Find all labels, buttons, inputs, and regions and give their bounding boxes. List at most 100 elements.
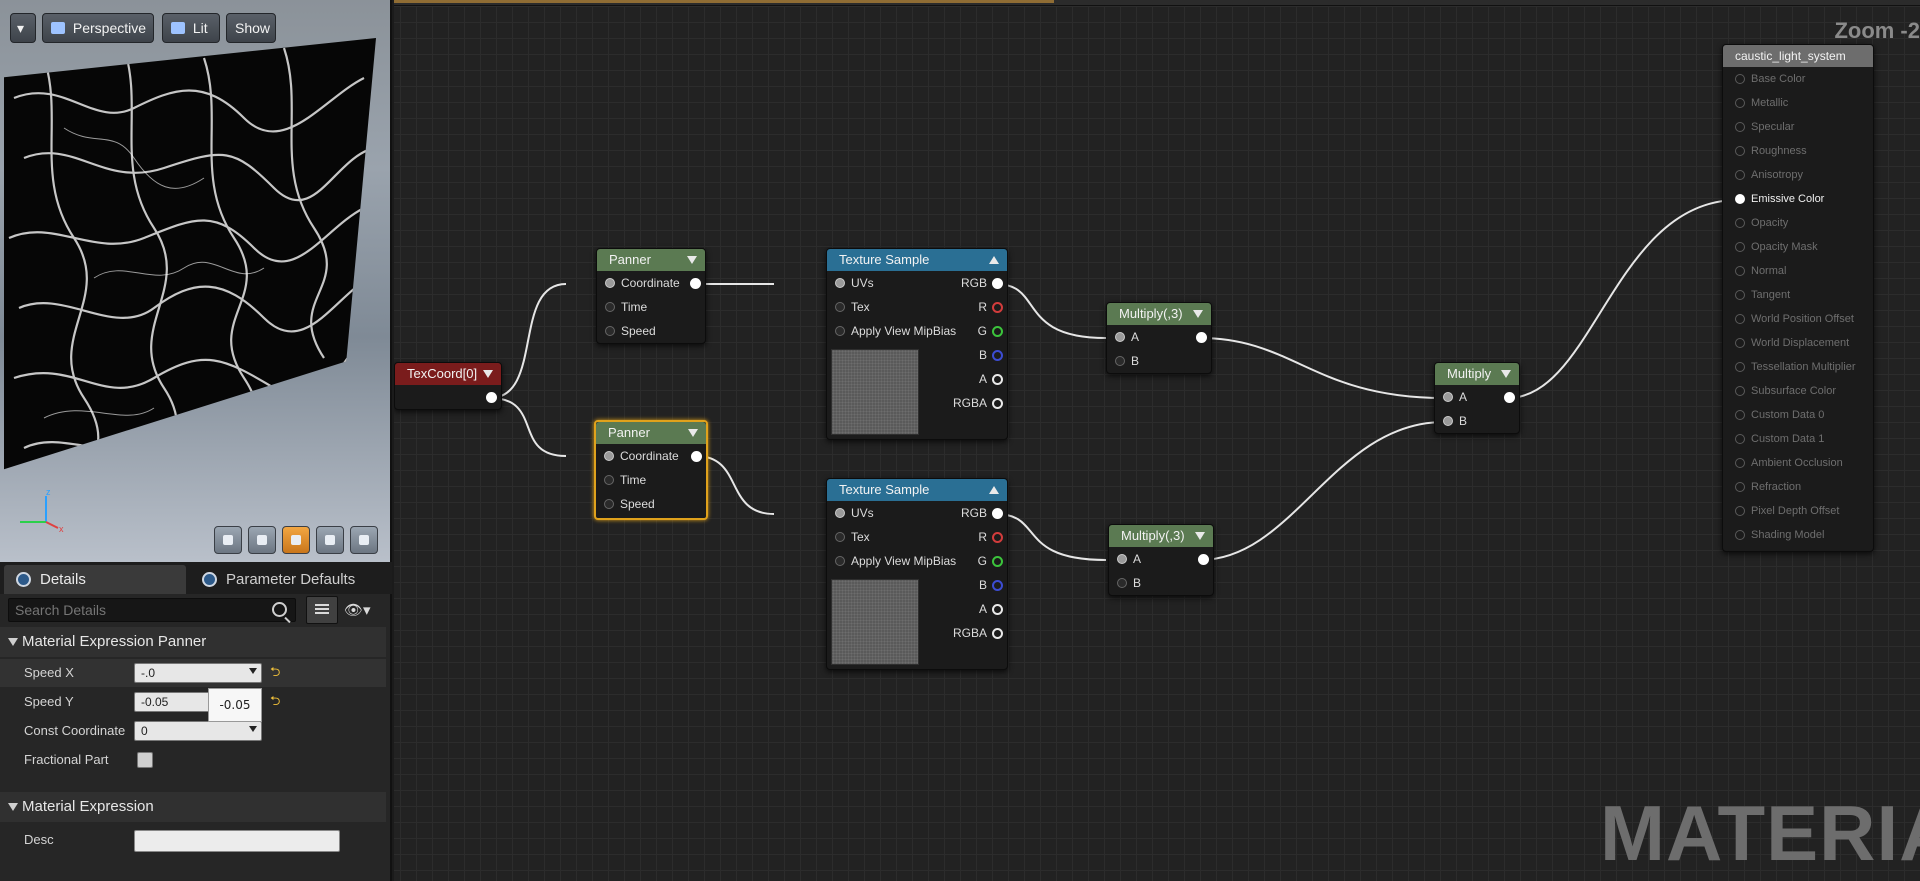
r-output-pin[interactable] bbox=[992, 302, 1003, 313]
result-input-pin[interactable] bbox=[1735, 506, 1745, 516]
perspective-button[interactable]: Perspective bbox=[42, 13, 154, 43]
speed-input-pin[interactable] bbox=[604, 499, 614, 509]
result-input-pin[interactable] bbox=[1735, 458, 1745, 468]
result-input-pin[interactable] bbox=[1735, 266, 1745, 276]
node-multiply-3-header[interactable]: Multiply bbox=[1435, 363, 1519, 385]
node-texcoord-header[interactable]: TexCoord[0] bbox=[395, 363, 501, 385]
reset-to-default-icon[interactable]: ⮌ bbox=[270, 664, 281, 679]
preview-mesh-button[interactable] bbox=[350, 526, 378, 554]
search-details-input[interactable] bbox=[9, 599, 295, 621]
texcoord-output-pin[interactable] bbox=[486, 392, 497, 403]
collapse-arrow-icon[interactable] bbox=[1195, 532, 1205, 540]
mipbias-input-pin[interactable] bbox=[835, 326, 845, 336]
time-input-pin[interactable] bbox=[605, 302, 615, 312]
section-material-expression-panner[interactable]: Material Expression Panner bbox=[0, 627, 386, 657]
node-panner-1-header[interactable]: Panner bbox=[597, 249, 705, 271]
a-input-pin[interactable] bbox=[1117, 554, 1127, 564]
node-multiply-3[interactable]: Multiply A B bbox=[1434, 362, 1520, 434]
reset-to-default-icon[interactable]: ⮌ bbox=[270, 693, 281, 708]
lit-button[interactable]: Lit bbox=[162, 13, 220, 43]
rgba-output-pin[interactable] bbox=[992, 398, 1003, 409]
uvs-input-pin[interactable] bbox=[835, 508, 845, 518]
b-input-pin[interactable] bbox=[1117, 578, 1127, 588]
r-output-pin[interactable] bbox=[992, 532, 1003, 543]
b-input-pin[interactable] bbox=[1443, 416, 1453, 426]
collapse-arrow-icon[interactable] bbox=[483, 370, 493, 378]
a-input-pin[interactable] bbox=[1115, 332, 1125, 342]
view-options-button[interactable] bbox=[306, 596, 338, 624]
time-input-pin[interactable] bbox=[604, 475, 614, 485]
material-graph[interactable]: Zoom -2 MATERIAL TexCoord[0] Panner bbox=[394, 0, 1920, 881]
tab-details[interactable]: Details bbox=[4, 565, 186, 594]
collapse-arrow-icon[interactable] bbox=[1501, 370, 1511, 378]
tab-parameter-defaults[interactable]: Parameter Defaults bbox=[190, 565, 390, 594]
a-input-pin[interactable] bbox=[1443, 392, 1453, 402]
result-input-pin[interactable] bbox=[1735, 194, 1745, 204]
collapse-arrow-icon[interactable] bbox=[1193, 310, 1203, 318]
preview-plane-button[interactable] bbox=[282, 526, 310, 554]
collapse-arrow-icon[interactable] bbox=[989, 256, 999, 264]
coordinate-input-pin[interactable] bbox=[604, 451, 614, 461]
tex-input-pin[interactable] bbox=[835, 532, 845, 542]
desc-field[interactable] bbox=[134, 830, 340, 852]
speed-x-field[interactable]: -.0 bbox=[134, 663, 262, 683]
rgb-output-pin[interactable] bbox=[992, 508, 1003, 519]
node-multiply-2[interactable]: Multiply(,3) A B bbox=[1108, 524, 1214, 596]
result-input-pin[interactable] bbox=[1735, 434, 1745, 444]
preview-cube-button[interactable] bbox=[316, 526, 344, 554]
result-input-pin[interactable] bbox=[1735, 290, 1745, 300]
fractional-part-checkbox[interactable] bbox=[137, 752, 153, 768]
result-input-pin[interactable] bbox=[1735, 338, 1745, 348]
show-button[interactable]: Show bbox=[226, 13, 276, 43]
panner-output-pin[interactable] bbox=[690, 278, 701, 289]
section-material-expression[interactable]: Material Expression bbox=[0, 792, 386, 822]
speed-input-pin[interactable] bbox=[605, 326, 615, 336]
a-output-pin[interactable] bbox=[992, 604, 1003, 615]
node-texcoord[interactable]: TexCoord[0] bbox=[394, 362, 502, 410]
collapse-arrow-icon[interactable] bbox=[989, 486, 999, 494]
a-output-pin[interactable] bbox=[992, 374, 1003, 385]
result-input-pin[interactable] bbox=[1735, 410, 1745, 420]
mipbias-input-pin[interactable] bbox=[835, 556, 845, 566]
result-input-pin[interactable] bbox=[1735, 362, 1745, 372]
result-input-pin[interactable] bbox=[1735, 530, 1745, 540]
node-panner-2-header[interactable]: Panner bbox=[596, 422, 706, 444]
node-multiply-2-header[interactable]: Multiply(,3) bbox=[1109, 525, 1213, 547]
result-input-pin[interactable] bbox=[1735, 314, 1745, 324]
node-texture-sample-1-header[interactable]: Texture Sample bbox=[827, 249, 1007, 271]
b-output-pin[interactable] bbox=[992, 350, 1003, 361]
rgb-output-pin[interactable] bbox=[992, 278, 1003, 289]
g-output-pin[interactable] bbox=[992, 556, 1003, 567]
collapse-arrow-icon[interactable] bbox=[687, 256, 697, 264]
search-icon[interactable] bbox=[272, 602, 287, 617]
viewport-panel[interactable]: ▾ Perspective Lit Show z x bbox=[0, 0, 392, 562]
viewport-menu-button[interactable]: ▾ bbox=[10, 13, 36, 43]
node-multiply-1[interactable]: Multiply(,3) A B bbox=[1106, 302, 1212, 374]
multiply-output-pin[interactable] bbox=[1198, 554, 1209, 565]
node-panner-2[interactable]: Panner Coordinate Time Speed bbox=[594, 420, 708, 520]
b-output-pin[interactable] bbox=[992, 580, 1003, 591]
result-input-pin[interactable] bbox=[1735, 122, 1745, 132]
node-texture-sample-2-header[interactable]: Texture Sample bbox=[827, 479, 1007, 501]
b-input-pin[interactable] bbox=[1115, 356, 1125, 366]
multiply-output-pin[interactable] bbox=[1196, 332, 1207, 343]
preview-sphere-button[interactable] bbox=[248, 526, 276, 554]
panner-output-pin[interactable] bbox=[691, 451, 702, 462]
node-panner-1[interactable]: Panner Coordinate Time Speed bbox=[596, 248, 706, 344]
node-material-result-header[interactable]: caustic_light_system bbox=[1723, 45, 1873, 67]
result-input-pin[interactable] bbox=[1735, 482, 1745, 492]
g-output-pin[interactable] bbox=[992, 326, 1003, 337]
tex-input-pin[interactable] bbox=[835, 302, 845, 312]
rgba-output-pin[interactable] bbox=[992, 628, 1003, 639]
uvs-input-pin[interactable] bbox=[835, 278, 845, 288]
preview-cylinder-button[interactable] bbox=[214, 526, 242, 554]
spin-arrow-icon[interactable] bbox=[249, 726, 257, 736]
result-input-pin[interactable] bbox=[1735, 146, 1745, 156]
spin-arrow-icon[interactable] bbox=[249, 668, 257, 678]
visibility-eye-button[interactable]: 👁▾ bbox=[344, 596, 384, 624]
result-input-pin[interactable] bbox=[1735, 386, 1745, 396]
collapse-arrow-icon[interactable] bbox=[688, 429, 698, 437]
result-input-pin[interactable] bbox=[1735, 218, 1745, 228]
result-input-pin[interactable] bbox=[1735, 242, 1745, 252]
